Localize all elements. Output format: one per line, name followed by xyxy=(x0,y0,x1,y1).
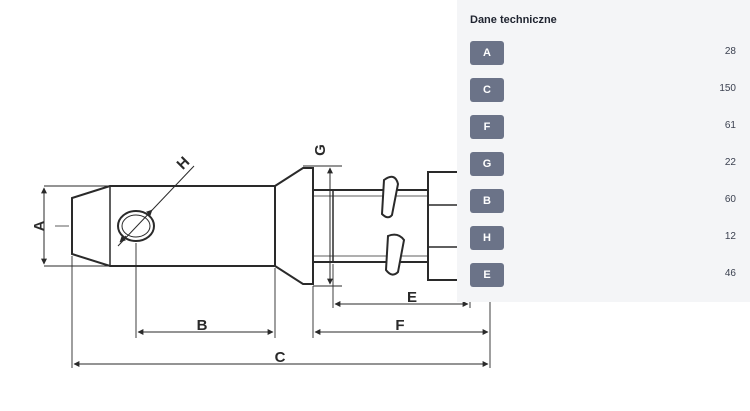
spec-badge: F xyxy=(470,115,504,139)
spec-value: 60 xyxy=(724,194,736,205)
tech-data-panel: Dane techniczne A 28 C 150 F 61 G 22 B 6… xyxy=(457,0,750,302)
nut xyxy=(427,171,461,281)
spec-row-h: H 12 xyxy=(470,226,736,250)
hole-h xyxy=(117,210,155,242)
pin-collar xyxy=(274,167,314,285)
label-b: B xyxy=(197,317,208,334)
spec-badge: H xyxy=(470,226,504,250)
label-f: F xyxy=(395,317,404,334)
spec-value: 46 xyxy=(724,268,736,279)
spec-row-c: C 150 xyxy=(470,78,736,102)
spec-value: 12 xyxy=(724,231,736,242)
spec-badge: E xyxy=(470,263,504,287)
spec-value: 28 xyxy=(724,46,736,57)
spec-row-e: E 46 xyxy=(470,263,736,287)
spec-value: 150 xyxy=(719,83,736,94)
pin-shaft xyxy=(71,185,276,267)
spring-washer xyxy=(380,175,400,219)
spec-value: 61 xyxy=(724,120,736,131)
spec-badge: G xyxy=(470,152,504,176)
spec-badge: B xyxy=(470,189,504,213)
label-g: G xyxy=(312,144,329,156)
dim-h-line xyxy=(117,165,195,247)
spec-value: 22 xyxy=(724,157,736,168)
spec-row-b: B 60 xyxy=(470,189,736,213)
spec-badge: A xyxy=(470,41,504,65)
label-a: A xyxy=(31,220,48,231)
spec-row-a: A 28 xyxy=(470,41,736,65)
label-c: C xyxy=(275,349,286,366)
panel-title: Dane techniczne xyxy=(470,14,557,26)
spec-row-g: G 22 xyxy=(470,152,736,176)
spec-badge: C xyxy=(470,78,504,102)
label-e: E xyxy=(407,289,417,306)
spec-row-f: F 61 xyxy=(470,115,736,139)
